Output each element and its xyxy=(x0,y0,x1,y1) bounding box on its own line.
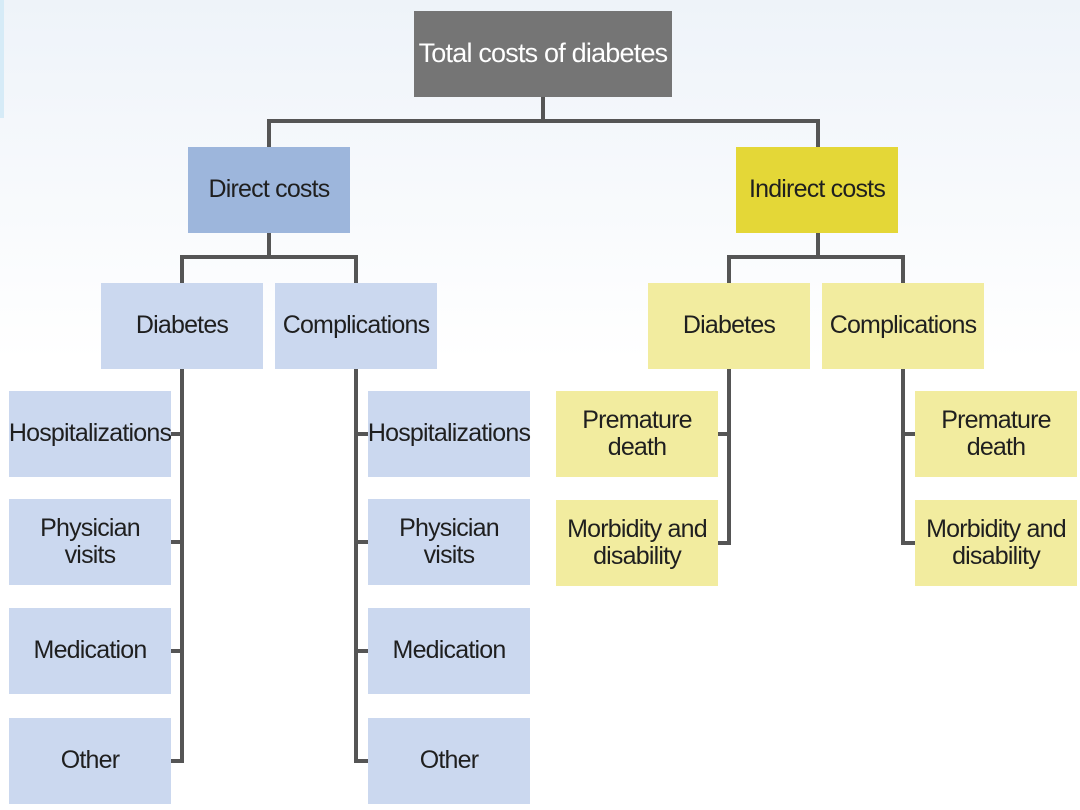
node-direct-diabetes-item: Physician visits xyxy=(9,499,171,585)
connector-line xyxy=(901,432,915,436)
node-label: Hospitalizations xyxy=(367,419,531,448)
node-direct-diabetes: Diabetes xyxy=(101,283,263,369)
left-edge-accent xyxy=(0,0,4,118)
connector-line xyxy=(354,759,368,763)
node-direct-complications-item: Medication xyxy=(368,608,530,694)
node-direct-complications-item: Other xyxy=(368,718,530,804)
node-indirect-diabetes: Diabetes xyxy=(648,283,810,369)
node-indirect-complications-item: Premature death xyxy=(915,391,1077,477)
node-label: Medication xyxy=(33,636,148,665)
node-label: Complications xyxy=(282,311,430,340)
connector-line xyxy=(901,541,915,545)
node-label: Total costs of diabetes xyxy=(418,38,669,69)
connector-line xyxy=(180,368,184,763)
connector-line xyxy=(354,540,368,544)
node-label: Premature death xyxy=(582,405,692,461)
node-indirect-diabetes-item: Morbidity and disability xyxy=(556,500,718,586)
node-label: Indirect costs xyxy=(748,175,886,204)
node-label: Diabetes xyxy=(682,311,776,340)
node-label: Morbidity and disability xyxy=(567,514,707,570)
connector-line xyxy=(267,232,271,257)
node-label: Other xyxy=(60,746,120,775)
connector-line xyxy=(901,368,905,545)
connector-line xyxy=(170,759,184,763)
connector-line xyxy=(727,255,731,284)
connector-line xyxy=(354,255,358,284)
connector-line xyxy=(816,232,820,257)
node-label: Other xyxy=(419,746,479,775)
node-label: Physician visits xyxy=(40,513,141,569)
connector-line xyxy=(354,368,358,763)
connector-line xyxy=(180,255,184,284)
node-direct-costs: Direct costs xyxy=(188,147,350,233)
node-direct-diabetes-item: Other xyxy=(9,718,171,804)
node-direct-diabetes-item: Medication xyxy=(9,608,171,694)
node-indirect-costs: Indirect costs xyxy=(736,147,898,233)
node-label: Medication xyxy=(392,636,507,665)
node-label: Direct costs xyxy=(208,175,331,204)
connector-line xyxy=(354,649,368,653)
connector-line xyxy=(727,368,731,545)
node-label: Diabetes xyxy=(135,311,229,340)
connector-line xyxy=(717,541,731,545)
connector-line xyxy=(267,119,820,123)
connector-line xyxy=(727,255,905,259)
node-label: Premature death xyxy=(941,405,1051,461)
node-direct-complications: Complications xyxy=(275,283,437,369)
connector-line xyxy=(901,255,905,284)
node-direct-complications-item: Hospitalizations xyxy=(368,391,531,477)
node-total-costs: Total costs of diabetes xyxy=(414,11,672,97)
node-label: Hospitalizations xyxy=(8,419,172,448)
connector-line xyxy=(170,432,184,436)
connector-line xyxy=(354,432,368,436)
node-direct-complications-item: Physician visits xyxy=(368,499,530,585)
connector-line xyxy=(180,255,358,259)
node-indirect-complications-item: Morbidity and disability xyxy=(915,500,1077,586)
node-indirect-complications: Complications xyxy=(822,283,984,369)
connector-line xyxy=(170,540,184,544)
connector-line xyxy=(717,432,731,436)
node-indirect-diabetes-item: Premature death xyxy=(556,391,718,477)
node-label: Morbidity and disability xyxy=(926,514,1066,570)
node-label: Physician visits xyxy=(399,513,500,569)
connector-line xyxy=(170,649,184,653)
node-direct-diabetes-item: Hospitalizations xyxy=(9,391,172,477)
connector-line xyxy=(267,119,271,148)
node-label: Complications xyxy=(829,311,977,340)
connector-line xyxy=(816,119,820,148)
connector-line xyxy=(541,96,545,121)
